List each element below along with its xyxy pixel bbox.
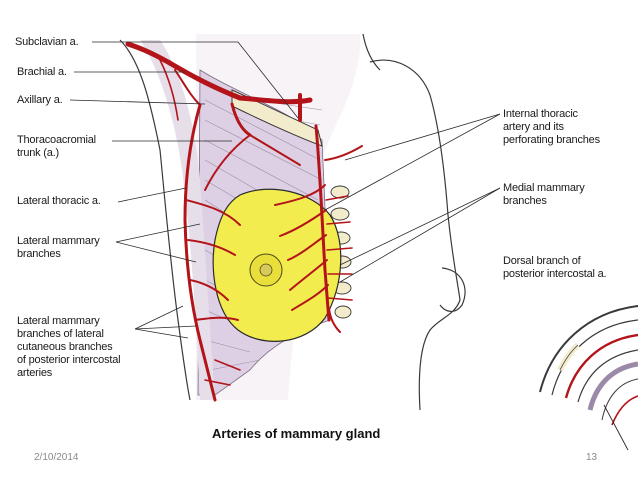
label-dorsal-branch-posterior-intercostal: Dorsal branch of posterior intercostal a… bbox=[503, 255, 607, 280]
arm-outline bbox=[119, 39, 191, 401]
leader-lines bbox=[69, 41, 501, 339]
label-internal-thoracic-artery: Internal thoracic artery and its perfora… bbox=[503, 108, 600, 146]
axilla-region bbox=[140, 40, 215, 400]
label-axillary-artery: Axillary a. bbox=[17, 94, 63, 106]
figure-caption: Arteries of mammary gland bbox=[212, 426, 381, 441]
label-lateral-mammary-cutaneous-branches: Lateral mammary branches of lateral cuta… bbox=[17, 315, 121, 379]
label-medial-mammary-branches: Medial mammary branches bbox=[503, 182, 585, 207]
footer-date: 2/10/2014 bbox=[34, 452, 79, 463]
clavicle bbox=[231, 89, 323, 147]
footer-page-number: 13 bbox=[586, 452, 598, 463]
label-lateral-thoracic-artery: Lateral thoracic a. bbox=[17, 195, 101, 207]
nipple bbox=[259, 263, 273, 277]
label-brachial-artery: Brachial a. bbox=[17, 66, 67, 78]
body-outline-right bbox=[369, 59, 461, 411]
rib-cross-section bbox=[536, 300, 638, 452]
breast-contour-right bbox=[439, 267, 466, 312]
label-lateral-mammary-branches: Lateral mammary branches bbox=[17, 235, 100, 260]
neck-line bbox=[362, 33, 381, 71]
label-subclavian-artery: Subclavian a. bbox=[15, 36, 79, 48]
arteries bbox=[125, 41, 363, 402]
label-thoracoacromial-trunk: Thoracoacromial trunk (a.) bbox=[17, 134, 96, 159]
